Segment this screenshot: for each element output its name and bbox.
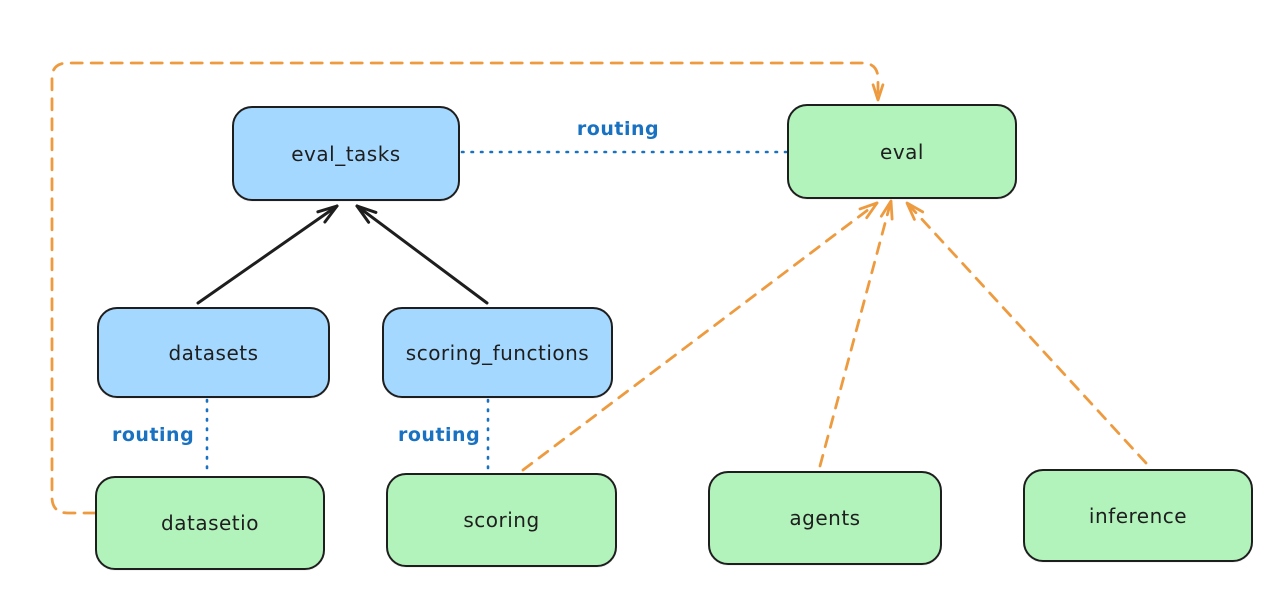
arrowhead-scoring-functions-to-eval-tasks bbox=[355, 204, 378, 224]
node-datasets: datasets bbox=[97, 307, 330, 398]
arrowhead-agents-to-eval bbox=[879, 199, 894, 221]
node-eval-tasks-label: eval_tasks bbox=[291, 141, 401, 166]
node-inference-label: inference bbox=[1088, 503, 1188, 528]
node-datasets-label: datasets bbox=[168, 340, 259, 365]
node-datasetio-label: datasetio bbox=[161, 511, 259, 535]
node-scoring: scoring bbox=[386, 473, 617, 567]
node-eval-tasks: eval_tasks bbox=[232, 106, 460, 201]
node-datasetio: datasetio bbox=[95, 476, 325, 570]
node-eval-label: eval bbox=[880, 139, 924, 164]
node-agents-label: agents bbox=[789, 506, 861, 530]
edge-inference-to-eval bbox=[905, 201, 1148, 465]
node-eval: eval bbox=[787, 104, 1017, 199]
arrowhead-datasets-to-eval-tasks bbox=[316, 204, 339, 224]
node-scoring-label: scoring bbox=[463, 508, 540, 532]
edge-scoring-functions-to-eval-tasks bbox=[355, 204, 489, 305]
arrowhead-scoring-to-eval bbox=[858, 201, 879, 220]
arrowhead-datasetio-to-eval bbox=[871, 83, 885, 102]
edge-label-routing-eval-tasks-eval: routing bbox=[576, 118, 660, 140]
node-agents: agents bbox=[708, 471, 942, 565]
node-inference: inference bbox=[1023, 469, 1253, 562]
edge-label-routing-datasets-datasetio: routing bbox=[112, 424, 195, 446]
node-scoring-functions: scoring_functions bbox=[382, 307, 613, 398]
edge-datasets-to-eval-tasks bbox=[196, 204, 339, 305]
edge-agents-to-eval bbox=[818, 199, 893, 468]
node-scoring-functions-label: scoring_functions bbox=[405, 340, 590, 365]
arrowhead-inference-to-eval bbox=[905, 201, 925, 221]
edge-label-routing-scoring-functions-scoring: routing bbox=[398, 424, 481, 446]
